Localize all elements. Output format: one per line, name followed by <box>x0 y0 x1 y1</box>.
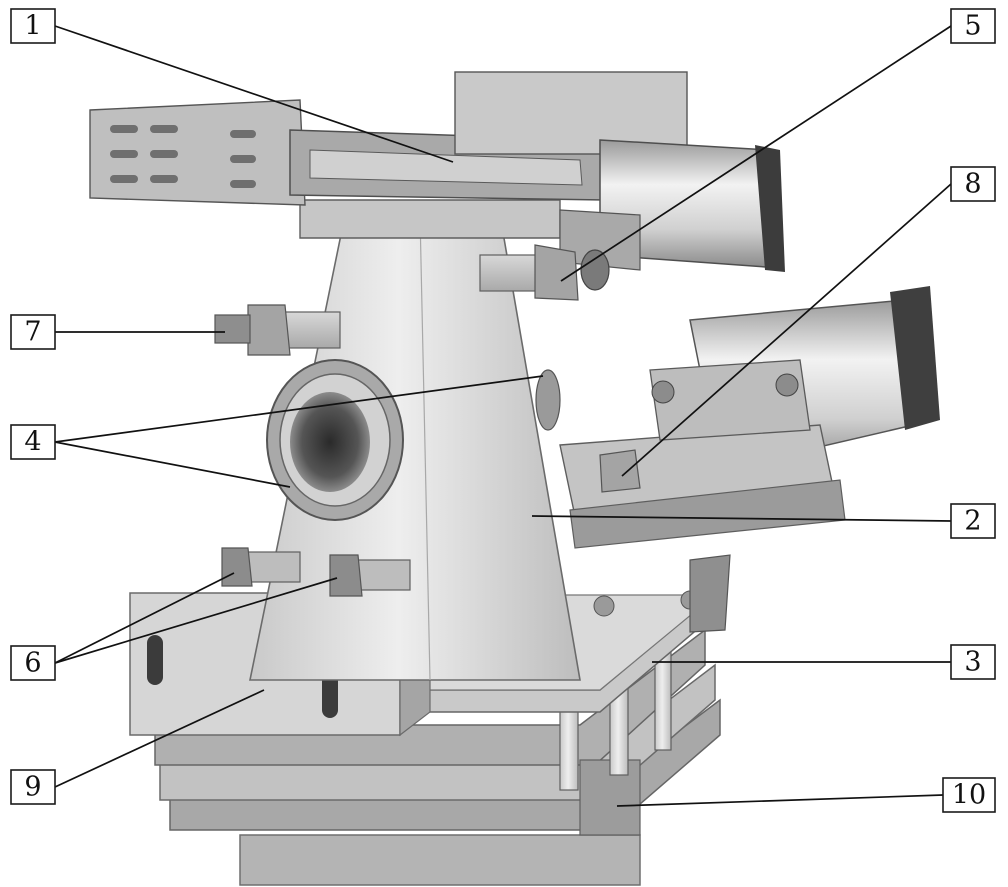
callout-label-7: 7 <box>24 317 41 348</box>
callout-4: 4 <box>10 375 544 488</box>
callout-10: 10 <box>616 777 996 813</box>
callout-label-10: 10 <box>952 780 986 811</box>
slide-nozzle <box>599 449 641 493</box>
callout-label-1: 1 <box>24 11 41 42</box>
callout-9: 9 <box>10 689 265 805</box>
callouts: 1 5 8 7 4 2 <box>10 8 996 813</box>
upper-actuator <box>89 71 785 272</box>
callout-box-9 <box>10 769 56 805</box>
callout-box-7 <box>10 314 56 350</box>
callout-label-5: 5 <box>964 11 981 42</box>
callout-box-10 <box>942 777 996 813</box>
lower-actuator <box>559 286 940 633</box>
callout-box-1 <box>10 8 56 44</box>
leader-line-9 <box>54 689 265 788</box>
callout-label-6: 6 <box>24 648 41 679</box>
callout-label-2: 2 <box>964 506 981 537</box>
callout-label-4: 4 <box>24 427 41 458</box>
leader-line-1 <box>54 25 454 163</box>
callout-label-3: 3 <box>964 647 981 678</box>
callout-5: 5 <box>560 8 996 282</box>
callout-box-8 <box>950 166 996 202</box>
callout-1: 1 <box>10 8 454 163</box>
callout-box-6 <box>10 645 56 681</box>
callout-2: 2 <box>531 503 996 539</box>
callout-box-5 <box>950 8 996 44</box>
leader-line-10 <box>616 794 944 807</box>
callout-6: 6 <box>10 572 338 681</box>
callout-label-9: 9 <box>24 772 41 803</box>
callout-8: 8 <box>621 166 996 477</box>
leader-line-2 <box>531 515 952 522</box>
leader-line-4a <box>54 375 544 443</box>
callout-7: 7 <box>10 314 225 350</box>
callout-box-4 <box>10 424 56 460</box>
callout-box-3 <box>950 644 996 680</box>
machine-illustration <box>89 71 940 886</box>
leader-line-6b <box>54 577 338 664</box>
callout-3: 3 <box>652 644 996 680</box>
callout-box-2 <box>950 503 996 539</box>
leader-line-5 <box>560 25 952 282</box>
leader-line-8 <box>621 183 952 477</box>
bolts <box>221 547 411 597</box>
side-nozzle <box>214 304 341 356</box>
callout-label-8: 8 <box>964 169 981 200</box>
leader-line-4b <box>54 441 291 488</box>
leader-line-6a <box>54 572 235 664</box>
top-nozzle <box>479 244 610 301</box>
